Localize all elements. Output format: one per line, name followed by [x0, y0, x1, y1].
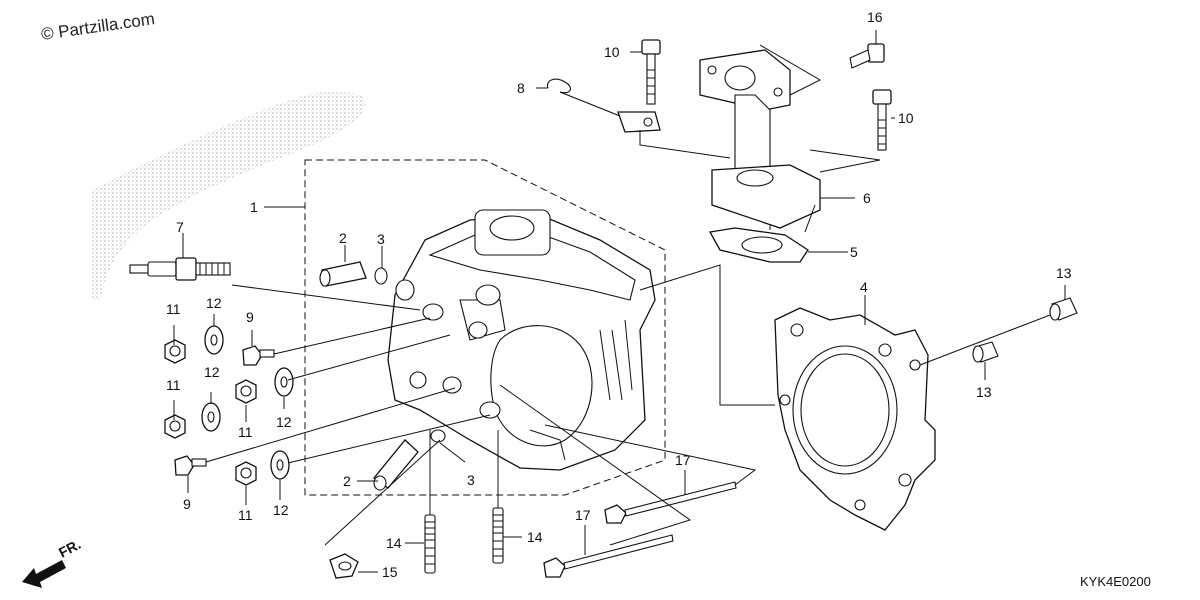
bolt-17-upper [604, 481, 737, 524]
diagram-code: KYK4E0200 [1080, 574, 1151, 589]
washer-12-a [204, 325, 224, 355]
o-ring-upper [374, 267, 388, 285]
callout-12-b: 12 [204, 364, 220, 380]
svg-text:© Partzilla.com: © Partzilla.com [40, 9, 156, 44]
callout-13-upper: 13 [1056, 265, 1072, 281]
callout-11-b: 11 [166, 377, 181, 393]
callout-9-upper: 9 [246, 309, 254, 325]
callout-2-upper: 2 [339, 230, 347, 246]
bolt-17-lower [543, 534, 674, 578]
callout-10-upper: 10 [604, 44, 620, 60]
bolt-9-upper [242, 345, 275, 366]
stud-bolt-left [424, 514, 436, 574]
callout-11-c: 11 [238, 424, 253, 440]
callout-11-d: 11 [238, 507, 253, 523]
nut-11-d [235, 461, 257, 486]
callout-5: 5 [850, 244, 858, 260]
callout-1: 1 [250, 199, 258, 215]
callout-9-lower: 9 [183, 496, 191, 512]
cylinder-head-assembly-outline [304, 159, 666, 496]
o-ring-lower [430, 429, 446, 443]
callout-17-upper: 17 [675, 452, 691, 468]
callout-14-right: 14 [527, 529, 543, 545]
head-gasket [774, 307, 936, 531]
dowel-pin-upper [1049, 297, 1078, 321]
bolt-10-right [872, 89, 892, 151]
nut-11-a [164, 339, 186, 364]
callout-13-lower: 13 [976, 384, 992, 400]
front-direction-arrow: FR. [22, 536, 83, 588]
stud-bolt-right [492, 507, 504, 564]
callout-11-a: 11 [166, 301, 181, 317]
callout-7: 7 [176, 219, 184, 235]
stipple-shading [92, 91, 366, 300]
callout-12-a: 12 [206, 295, 222, 311]
spark-plug [129, 257, 231, 281]
callout-4: 4 [860, 279, 868, 295]
washer-12-b [201, 402, 221, 432]
bolt-16 [849, 43, 885, 69]
insulator-gasket [708, 227, 809, 263]
callout-14-left: 14 [386, 535, 402, 551]
callout-labels: 1 2 3 7 8 10 16 10 6 5 4 13 13 11 12 9 1… [166, 9, 1072, 580]
cylinder-head [387, 209, 656, 471]
dowel-pin-lower [972, 341, 999, 363]
callout-6: 6 [863, 190, 871, 206]
callout-8: 8 [517, 80, 525, 96]
bolt-10-upper [641, 39, 661, 105]
callout-17-lower: 17 [575, 507, 591, 523]
washer-12-d [270, 450, 290, 480]
callout-2-lower: 2 [343, 473, 351, 489]
leader-lines [173, 30, 1066, 573]
washer-12-c [274, 367, 294, 397]
callout-15: 15 [382, 564, 398, 580]
callout-12-d: 12 [273, 502, 289, 518]
wire-clamp [546, 78, 661, 133]
watermark: © Partzilla.com [40, 9, 156, 44]
bolt-9-lower [174, 455, 207, 476]
flange-bolt-15 [329, 553, 359, 579]
callout-10-right: 10 [898, 110, 914, 126]
direction-label: FR. [56, 536, 83, 561]
valve-guide-upper [319, 261, 367, 287]
callout-12-c: 12 [276, 414, 292, 430]
nut-11-c [235, 379, 257, 404]
intake-insulator [699, 49, 821, 229]
callout-3-upper: 3 [377, 231, 385, 247]
callout-16: 16 [867, 9, 883, 25]
valve-guide-lower [373, 439, 419, 491]
callout-3-lower: 3 [467, 472, 475, 488]
nut-11-b [164, 414, 186, 439]
